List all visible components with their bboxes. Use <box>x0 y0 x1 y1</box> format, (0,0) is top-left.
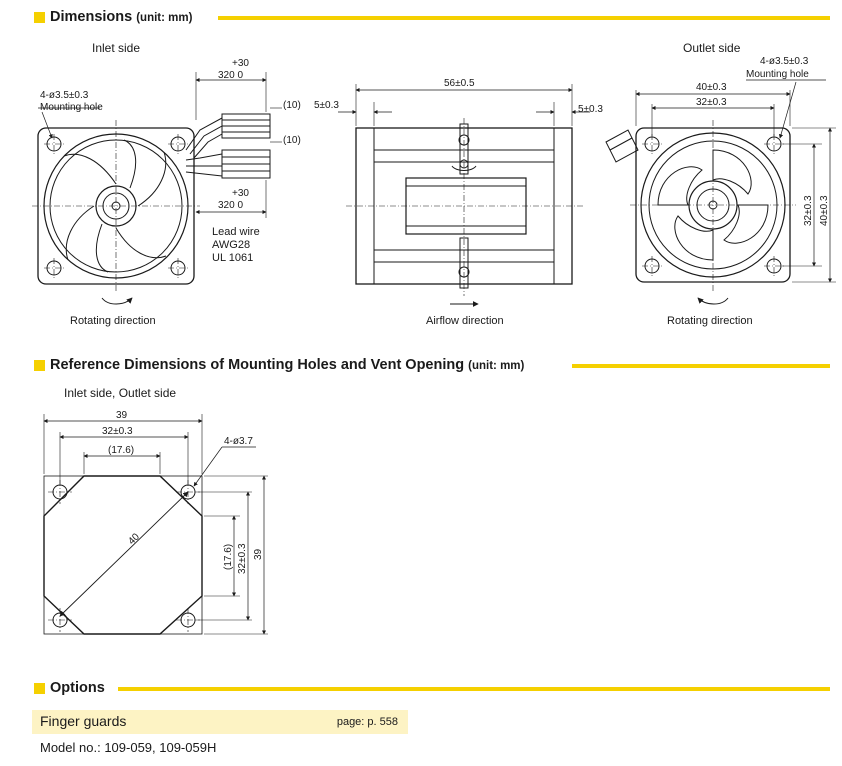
outlet-side-label: Outlet side <box>683 41 741 55</box>
section-rule <box>118 687 830 691</box>
wire-length-bottom: 320 0 <box>218 200 243 211</box>
outlet-side-view <box>605 79 836 305</box>
lead-wire-label: Lead wire <box>212 226 260 238</box>
options-header: Options <box>34 680 830 700</box>
hole-note-2: Mounting hole <box>40 102 103 113</box>
section-rule <box>218 16 830 20</box>
model-numbers: Model no.: 109-059, 109-059H <box>40 740 217 755</box>
wire-length-top: 320 0 <box>218 70 243 81</box>
unit-label: (unit: mm) <box>468 360 525 372</box>
reference-header: Reference Dimensions of Mounting Holes a… <box>34 357 830 377</box>
page-reference: page: p. 558 <box>336 716 398 728</box>
ref-dim-39: 39 <box>116 410 128 421</box>
section-marker <box>34 12 45 23</box>
section-title: Dimensions <box>50 9 133 25</box>
vert-outer-dim: 40±0.3 <box>819 195 830 226</box>
wire-tol-top: +30 <box>232 58 249 69</box>
inlet-labels: Inlet side 4-ø3.5±0.3 Mounting hole +30 … <box>40 41 301 327</box>
ref-hole-note: 4-ø3.7 <box>224 436 253 447</box>
strip-length-1: (10) <box>283 100 301 111</box>
section-title: Options <box>50 680 105 696</box>
pitch-width-dim: 32±0.3 <box>696 97 727 108</box>
dimensions-header: Dimensions (unit: mm) <box>34 9 830 29</box>
strip-length-2: (10) <box>283 135 301 146</box>
lead-awg-label: AWG28 <box>212 239 250 251</box>
outlet-labels: Outlet side 4-ø3.5±0.3 Mounting hole 40±… <box>667 41 830 327</box>
ref-vert-32: 32±0.3 <box>237 543 248 574</box>
outlet-rotation-label: Rotating direction <box>667 315 753 327</box>
lead-ul-label: UL 1061 <box>212 252 253 264</box>
side-view <box>338 84 590 307</box>
ref-dim-32: 32±0.3 <box>102 426 133 437</box>
airflow-label: Airflow direction <box>426 315 504 327</box>
reference-view <box>43 414 268 635</box>
wire-tol-bottom: +30 <box>232 188 249 199</box>
unit-label: (unit: mm) <box>136 12 193 24</box>
left-gap-dim: 5±0.3 <box>314 100 339 111</box>
outer-width-dim: 40±0.3 <box>696 82 727 93</box>
ref-vert-17-6: (17.6) <box>223 544 234 570</box>
ref-vert-39: 39 <box>253 548 264 560</box>
section-marker <box>34 360 45 371</box>
finger-guards-label: Finger guards <box>40 713 127 729</box>
side-labels: 56±0.5 5±0.3 5±0.3 Airflow direction <box>314 78 603 327</box>
reference-side-label: Inlet side, Outlet side <box>64 386 176 400</box>
outlet-hole-note-1: 4-ø3.5±0.3 <box>760 56 809 67</box>
section-title: Reference Dimensions of Mounting Holes a… <box>50 357 465 373</box>
inlet-rotation-label: Rotating direction <box>70 315 156 327</box>
hole-note-1: 4-ø3.5±0.3 <box>40 90 89 101</box>
ref-diag-dim: 40 <box>126 531 142 547</box>
section-rule <box>572 364 830 368</box>
ref-dim-17-6: (17.6) <box>108 445 134 456</box>
width-dim: 56±0.5 <box>444 78 475 89</box>
inlet-side-label: Inlet side <box>92 41 140 55</box>
vert-pitch-dim: 32±0.3 <box>803 195 814 226</box>
section-marker <box>34 683 45 694</box>
inlet-side-view <box>32 72 282 305</box>
finger-guards-row: Finger guards page: p. 558 <box>32 710 408 734</box>
outlet-hole-note-2: Mounting hole <box>746 69 809 80</box>
reference-labels: Inlet side, Outlet side 39 32±0.3 (17.6)… <box>64 386 264 574</box>
right-gap-dim: 5±0.3 <box>578 104 603 115</box>
